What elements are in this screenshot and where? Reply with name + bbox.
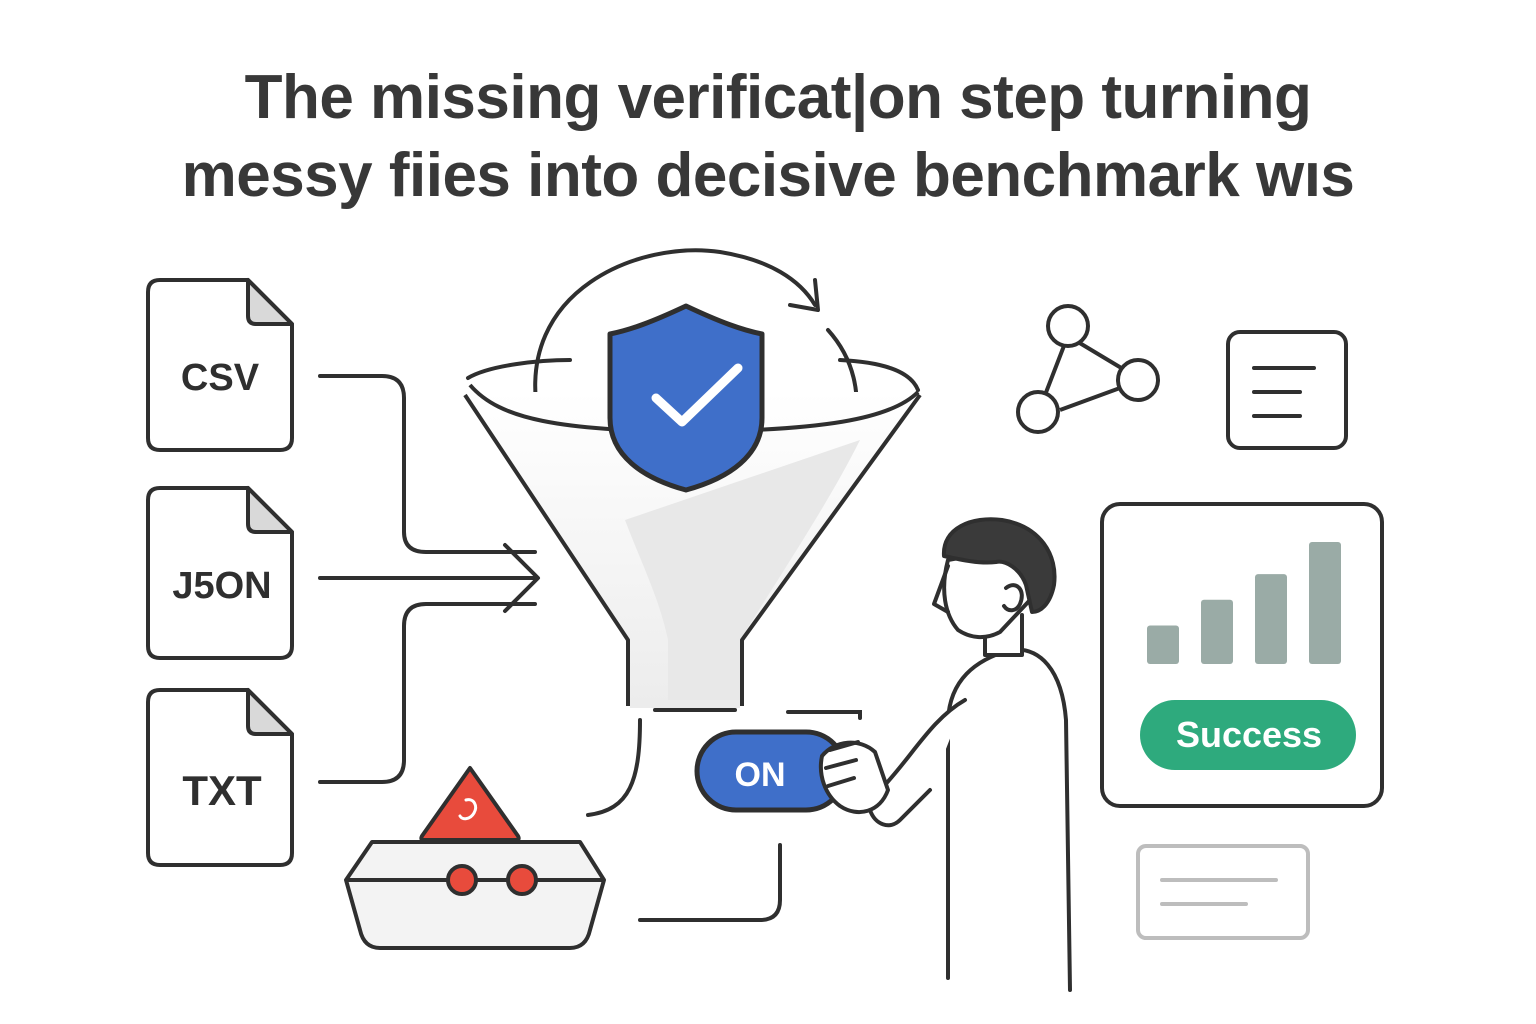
funnel-to-warning-line — [586, 718, 642, 817]
csv-connector — [318, 374, 537, 554]
connector-arrowhead — [503, 543, 540, 613]
person-figure — [819, 517, 1072, 992]
bar-4 — [1309, 542, 1341, 664]
success-label: Success — [1176, 714, 1322, 755]
toggle-top-line — [786, 710, 862, 720]
success-badge: Success — [1140, 700, 1356, 770]
tray-icon — [344, 840, 606, 950]
results-panel: Success — [1100, 502, 1384, 808]
title-line-1: The missing verificat|on step turning — [244, 63, 1312, 132]
txt-connector — [318, 602, 537, 784]
shield-check-icon — [607, 303, 765, 493]
file-connectors — [318, 374, 540, 784]
funnel-icon — [462, 358, 922, 712]
title-line-2: messy fiies into decisive benchmark wıs — [181, 141, 1355, 210]
on-toggle[interactable]: ON — [694, 729, 848, 813]
txt-label: TXT — [182, 767, 262, 814]
txt-file-icon: TXT — [146, 688, 294, 867]
json-label: J5ON — [172, 565, 271, 607]
document-lines-icon — [1226, 330, 1348, 450]
bar-3 — [1255, 574, 1287, 664]
toggle-bottom-line — [638, 843, 782, 922]
json-file-icon: J5ON — [146, 486, 294, 660]
toggle-label: ON — [735, 756, 786, 794]
text-card-icon — [1136, 844, 1310, 940]
warning-triangle-icon — [419, 766, 521, 842]
csv-label: CSV — [181, 357, 260, 399]
bar-chart-icon — [1147, 542, 1341, 664]
bar-2 — [1201, 599, 1233, 664]
csv-file-icon: CSV — [146, 278, 294, 452]
bar-1 — [1147, 625, 1179, 664]
network-nodes-icon — [1016, 304, 1160, 434]
